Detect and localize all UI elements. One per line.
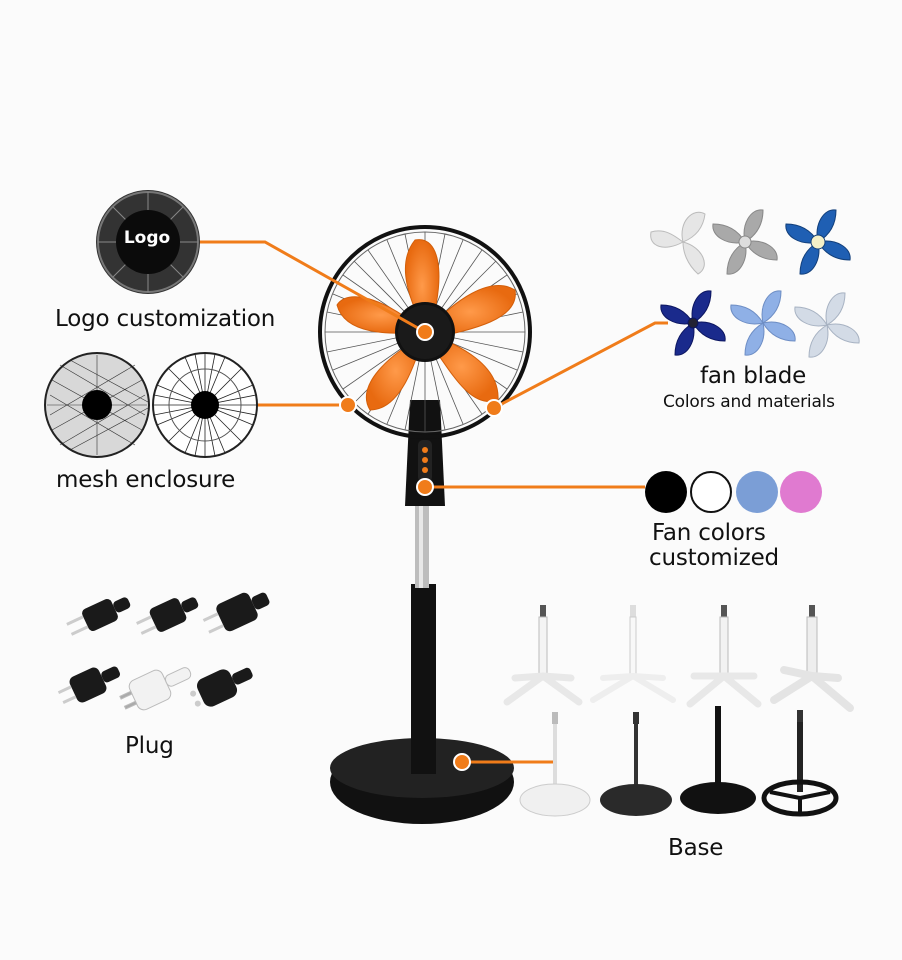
logo-badge-text: Logo xyxy=(123,228,171,248)
plug-variant-images xyxy=(57,592,270,711)
color-swatch-pink xyxy=(780,471,822,513)
fan-colors-label-line1: Fan colors xyxy=(652,520,766,546)
plug-label: Plug xyxy=(125,733,174,759)
fan-colors-label-line2: customized xyxy=(649,545,779,571)
fan-blade-label: fan blade xyxy=(700,363,807,389)
color-swatch-blue xyxy=(736,471,778,513)
base-label: Base xyxy=(668,835,724,861)
fan-blade-sublabel: Colors and materials xyxy=(663,392,835,412)
mesh-enclosure-images xyxy=(44,352,258,458)
logo-badge-image xyxy=(96,190,200,294)
logo-customization-label: Logo customization xyxy=(55,306,276,332)
mesh-enclosure-label: mesh enclosure xyxy=(56,467,236,493)
base-variant-images xyxy=(503,605,854,817)
blade-variant-images xyxy=(650,209,860,358)
color-swatch-black xyxy=(645,471,687,513)
stand-fan-illustration xyxy=(318,225,532,824)
callout-dots xyxy=(339,323,503,771)
color-swatch-white xyxy=(690,471,732,513)
